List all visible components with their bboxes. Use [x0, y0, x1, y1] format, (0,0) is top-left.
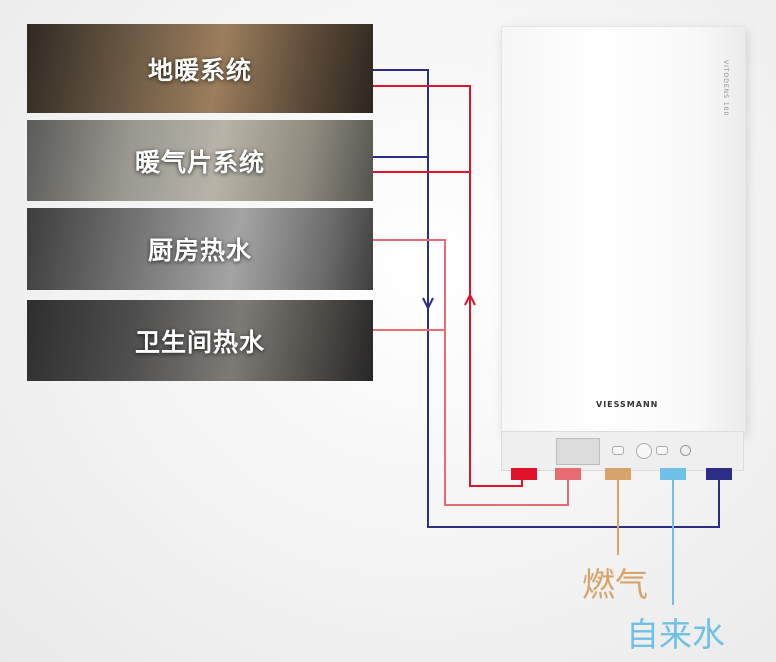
tap-water-legend-label: 自来水 — [626, 615, 725, 654]
boiler-model: VITODENS 100 — [722, 60, 729, 117]
temperature-dial[interactable] — [636, 443, 652, 459]
kitchen-hot-water-label: 厨房热水 — [147, 236, 252, 265]
boiler-brand-logo: VIESSMANN — [596, 400, 659, 409]
control-display — [556, 438, 600, 465]
setting-button[interactable] — [656, 446, 668, 455]
bathroom-hot-water-panel: 卫生间热水 — [27, 300, 373, 381]
supply-flow-arrow — [464, 292, 476, 306]
heating-return-port — [706, 468, 732, 480]
mode-button[interactable] — [612, 446, 624, 455]
floor-heating-label: 地暖系统 — [147, 55, 252, 85]
radiator-label: 暖气片系统 — [134, 147, 265, 177]
kitchen-hot-water-pipe — [373, 239, 569, 506]
radiator-panel: 暖气片系统 — [27, 120, 373, 201]
power-button[interactable] — [680, 445, 691, 456]
boiler-unit — [501, 26, 746, 433]
return-pipe — [373, 69, 720, 528]
gas-port — [605, 468, 631, 480]
floor-heating-panel: 地暖系统 — [27, 24, 373, 113]
kitchen-hot-water-panel: 厨房热水 — [27, 208, 373, 290]
hot-water-port — [555, 468, 581, 480]
return-flow-arrow — [422, 297, 434, 311]
gas-legend-label: 燃气 — [582, 565, 648, 604]
supply-pipe — [373, 85, 523, 487]
heating-supply-port — [511, 468, 537, 480]
tap-water-port — [660, 468, 686, 480]
bathroom-hot-water-label: 卫生间热水 — [134, 327, 265, 357]
